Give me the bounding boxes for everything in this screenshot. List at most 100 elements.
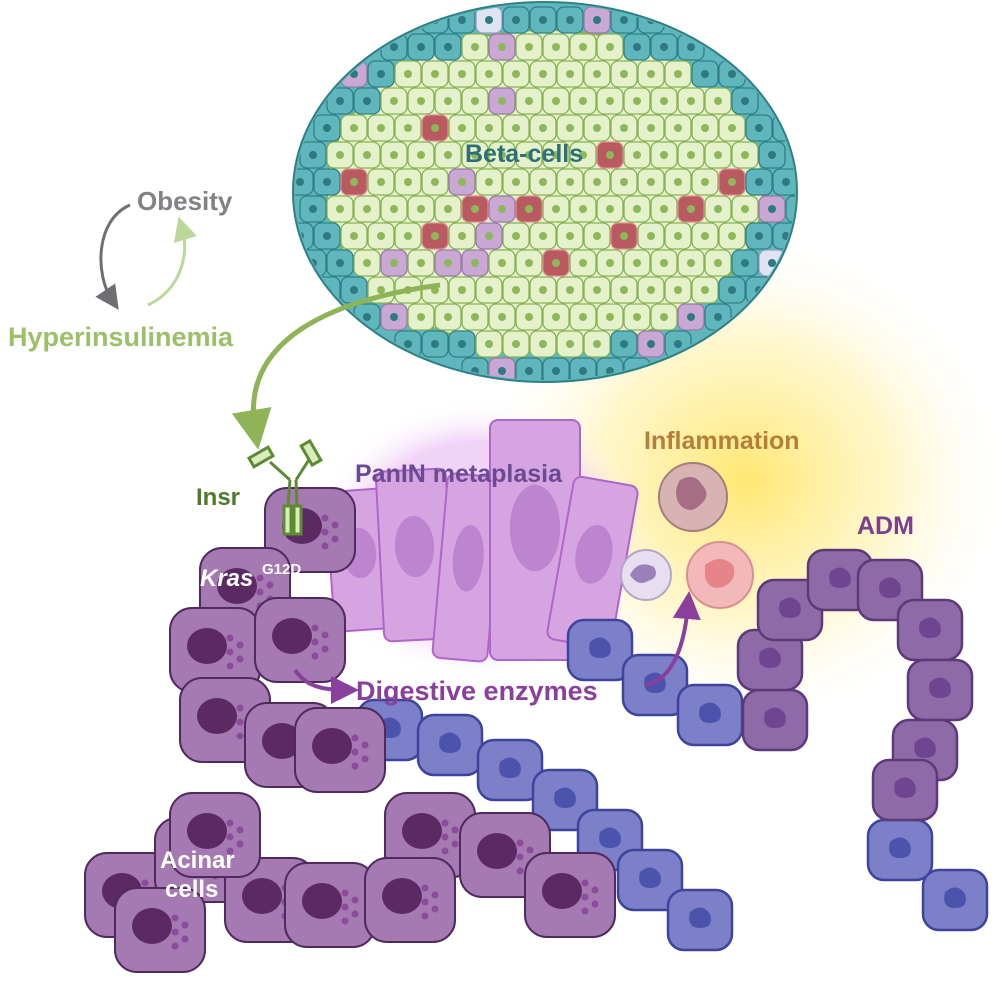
islet-cell-nucleus bbox=[444, 259, 452, 267]
zymogen-granule bbox=[331, 535, 339, 543]
islet-cell-nucleus bbox=[660, 97, 668, 105]
islet-cell-nucleus bbox=[768, 205, 776, 213]
islet-cell-nucleus bbox=[431, 340, 439, 348]
islet-cell-nucleus bbox=[633, 43, 641, 51]
islet-cell-nucleus bbox=[417, 313, 425, 321]
islet-cell-nucleus bbox=[458, 178, 466, 186]
islet-cell-nucleus bbox=[593, 286, 601, 294]
islet-cell-nucleus bbox=[552, 97, 560, 105]
islet-cell-nucleus bbox=[741, 151, 749, 159]
islet-cell-nucleus bbox=[323, 232, 331, 240]
islet-cell-nucleus bbox=[687, 313, 695, 321]
islet-cell-nucleus bbox=[566, 286, 574, 294]
islet-cell-nucleus bbox=[633, 313, 641, 321]
acinar-nucleus bbox=[217, 568, 257, 604]
islet-cell-nucleus bbox=[444, 43, 452, 51]
islet-cell-nucleus bbox=[593, 124, 601, 132]
zymogen-granule bbox=[341, 917, 349, 925]
acinar-nucleus bbox=[312, 728, 352, 764]
islet-cell-nucleus bbox=[336, 97, 344, 105]
islet-cell-nucleus bbox=[701, 232, 709, 240]
zymogen-granule bbox=[351, 910, 359, 918]
panin-cells bbox=[324, 419, 639, 663]
duct-cell-nucleus bbox=[639, 867, 661, 888]
panin-nucleus bbox=[509, 484, 561, 572]
islet-cell-nucleus bbox=[417, 205, 425, 213]
islet-cell-nucleus bbox=[687, 43, 695, 51]
islet-cell-nucleus bbox=[390, 97, 398, 105]
islet-cell-nucleus bbox=[363, 97, 371, 105]
islet-cell-nucleus bbox=[566, 16, 574, 24]
acinar-nucleus bbox=[187, 628, 227, 664]
label-beta-cells: Beta-cells bbox=[465, 140, 583, 168]
adm-cell-nucleus bbox=[929, 677, 951, 698]
islet-cell-nucleus bbox=[620, 16, 628, 24]
duct-cell-nucleus bbox=[599, 827, 621, 848]
islet-cell-nucleus bbox=[674, 232, 682, 240]
islet-cell-nucleus bbox=[633, 259, 641, 267]
acinar-nucleus bbox=[302, 883, 342, 919]
islet-cell-nucleus bbox=[647, 124, 655, 132]
zymogen-granule bbox=[171, 914, 179, 922]
zymogen-granule bbox=[236, 704, 244, 712]
cycle-arrow-up bbox=[147, 216, 197, 307]
islet-cell-nucleus bbox=[593, 16, 601, 24]
islet-cell-nucleus bbox=[323, 124, 331, 132]
islet-cell-nucleus bbox=[687, 205, 695, 213]
islet-cell-nucleus bbox=[498, 97, 506, 105]
islet-cell-nucleus bbox=[525, 313, 533, 321]
islet-cell-nucleus bbox=[336, 151, 344, 159]
islet-cell-nucleus bbox=[647, 232, 655, 240]
islet-cell-nucleus bbox=[674, 286, 682, 294]
islet-cell-nucleus bbox=[566, 178, 574, 186]
islet-cell-nucleus bbox=[552, 43, 560, 51]
islet-cell-nucleus bbox=[309, 205, 317, 213]
islet-cell-nucleus bbox=[485, 124, 493, 132]
islet-cell-nucleus bbox=[458, 124, 466, 132]
zymogen-granule bbox=[226, 847, 234, 855]
insulin-arrow bbox=[232, 282, 441, 450]
zymogen-granule bbox=[226, 819, 234, 827]
islet-cell-nucleus bbox=[458, 340, 466, 348]
zymogen-granule bbox=[321, 514, 329, 522]
zymogen-granule bbox=[236, 641, 244, 649]
islet-cell-nucleus bbox=[525, 43, 533, 51]
islet-cell-nucleus bbox=[458, 286, 466, 294]
zymogen-granule bbox=[236, 655, 244, 663]
islet-cell-nucleus bbox=[498, 43, 506, 51]
islet-cell-nucleus bbox=[728, 178, 736, 186]
islet-cell-nucleus bbox=[431, 70, 439, 78]
acinar-nucleus bbox=[382, 878, 422, 914]
islet-cell-nucleus bbox=[755, 178, 763, 186]
zymogen-granule bbox=[321, 542, 329, 550]
islet-cell-nucleus bbox=[674, 178, 682, 186]
islet-cell-nucleus bbox=[512, 340, 520, 348]
islet-cell-nucleus bbox=[512, 232, 520, 240]
acinar-nucleus bbox=[542, 873, 582, 909]
zymogen-granule bbox=[351, 762, 359, 770]
islet-cell-nucleus bbox=[512, 16, 520, 24]
adm-cells bbox=[736, 548, 974, 822]
adm-cell-nucleus bbox=[759, 647, 781, 668]
islet-cell-nucleus bbox=[606, 367, 614, 375]
zymogen-granule bbox=[236, 840, 244, 848]
islet-cell-nucleus bbox=[417, 151, 425, 159]
adm-cell-nucleus bbox=[894, 777, 916, 798]
islet-cell-nucleus bbox=[674, 340, 682, 348]
islet-cell-nucleus bbox=[593, 232, 601, 240]
islet-cell-nucleus bbox=[539, 340, 547, 348]
label-panin: PanIN metaplasia bbox=[355, 460, 563, 488]
islet-cell-nucleus bbox=[620, 340, 628, 348]
islet-cell-nucleus bbox=[620, 178, 628, 186]
zymogen-granule bbox=[361, 755, 369, 763]
adm-cell-nucleus bbox=[764, 707, 786, 728]
islet-cell-nucleus bbox=[741, 97, 749, 105]
label-acinar: Acinar bbox=[160, 847, 235, 874]
pancreatic-islet bbox=[292, 1, 798, 383]
islet-cell-nucleus bbox=[539, 70, 547, 78]
islet-cell-nucleus bbox=[566, 70, 574, 78]
zymogen-granule bbox=[516, 867, 524, 875]
islet-cell-nucleus bbox=[674, 124, 682, 132]
islet-cell-nucleus bbox=[701, 70, 709, 78]
acinar-nucleus bbox=[262, 723, 302, 759]
